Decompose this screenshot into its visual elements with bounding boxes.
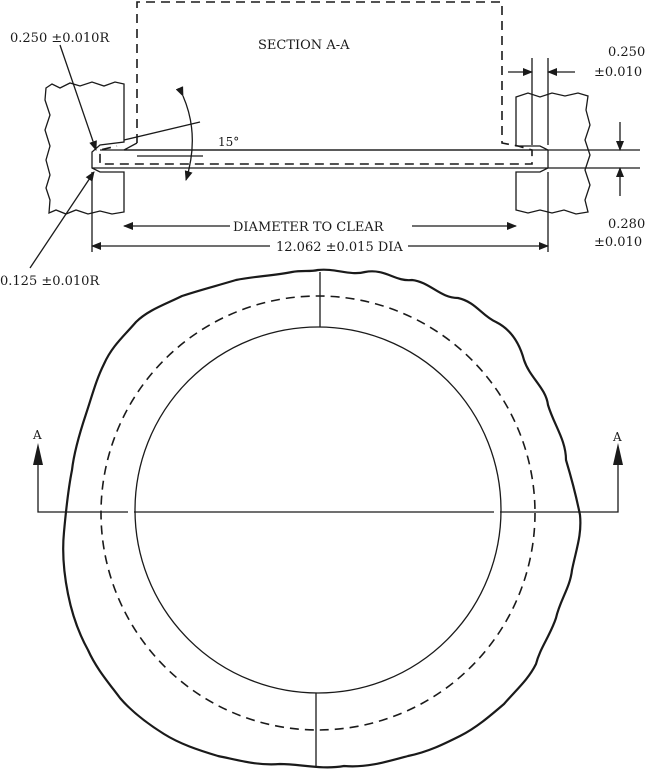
angle-leader-upper xyxy=(123,121,201,141)
groove-depth-tol: ±0.010 xyxy=(594,235,642,250)
groove-depth-value: 0.280 xyxy=(608,217,645,232)
cutter-outline xyxy=(99,1,533,165)
outer-radius-label: 0.250 ±0.010R xyxy=(10,31,110,46)
section-line xyxy=(37,465,619,513)
groove-circle xyxy=(100,295,536,731)
section-mark-left: A xyxy=(32,428,42,442)
section-arrow-right xyxy=(613,443,623,465)
plan-view: A A xyxy=(32,268,623,769)
section-mark-right: A xyxy=(612,430,622,444)
section-view: SECTION A-A 15° 0.250 ±0.010R 0.125 ±0.0… xyxy=(0,1,645,289)
outer-rough-boundary xyxy=(62,268,582,769)
groove-width-tol: ±0.010 xyxy=(594,65,642,80)
inner-radius-leader xyxy=(29,171,95,269)
cutter-web xyxy=(123,142,532,151)
groove-width-value: 0.250 xyxy=(608,45,645,60)
angle-arc xyxy=(175,86,193,181)
section-title: SECTION A-A xyxy=(258,38,350,53)
section-arrow-left xyxy=(33,443,43,465)
outer-radius-leader xyxy=(59,44,97,151)
diameter-label: 12.062 ±0.015 DIA xyxy=(276,240,403,255)
right-wall xyxy=(515,92,591,215)
bore-circle xyxy=(134,326,502,694)
clear-label: DIAMETER TO CLEAR xyxy=(233,220,385,235)
left-wall-upper xyxy=(44,81,125,215)
inner-radius-label: 0.125 ±0.010R xyxy=(0,274,100,289)
angle-label: 15° xyxy=(218,135,239,149)
